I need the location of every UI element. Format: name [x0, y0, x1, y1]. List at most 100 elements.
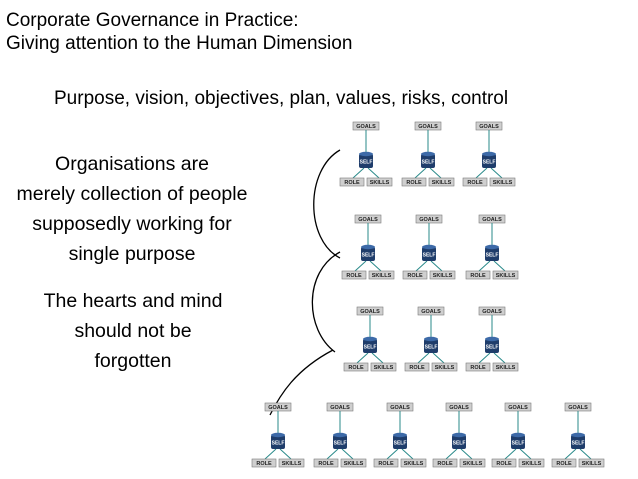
skills-label: SKILLS [433, 273, 453, 279]
para2-line-2: should not be [74, 320, 192, 342]
para2-line-3: forgotten [94, 350, 172, 372]
self-node [511, 435, 525, 449]
people-units: GOALS SELF ROLE SKILLS GOALS SELF ROLE SKILLS GO… [251, 121, 605, 468]
skills-box [278, 458, 305, 468]
brace-curve [313, 149, 341, 259]
goals-label: GOALS [508, 405, 528, 411]
self-node-top [485, 336, 499, 342]
skills-connector [430, 260, 443, 272]
self-label: SELF [334, 441, 347, 447]
skills-label: SKILLS [374, 365, 394, 371]
skills-connector [429, 167, 442, 179]
skills-label: SKILLS [370, 180, 390, 186]
skills-label: SKILLS [344, 461, 364, 467]
skills-connector [369, 260, 382, 272]
self-node-top [271, 432, 285, 438]
skills-label: SKILLS [404, 461, 424, 467]
skills-label: SKILLS [282, 461, 302, 467]
skills-label: SKILLS [493, 180, 513, 186]
skills-box [370, 362, 397, 372]
role-connector [415, 260, 428, 272]
role-connector [352, 167, 365, 179]
role-connector [504, 448, 517, 460]
self-node [422, 247, 436, 261]
goals-label: GOALS [568, 405, 588, 411]
para1-line-3: supposedly working for [32, 213, 232, 235]
skills-box [492, 270, 519, 280]
skills-box [340, 458, 367, 468]
para1-line-1: Organisations are [55, 153, 209, 175]
role-label: ROLE [467, 180, 483, 186]
self-label: SELF [360, 160, 373, 166]
self-node-top [422, 244, 436, 250]
role-box [465, 270, 491, 280]
skills-label: SKILLS [582, 461, 602, 467]
role-box [341, 270, 367, 280]
para1-line-2: merely collection of people [16, 183, 248, 205]
self-node [333, 435, 347, 449]
skills-box [489, 177, 516, 187]
role-label: ROLE [470, 273, 486, 279]
self-label: SELF [572, 441, 585, 447]
self-label: SELF [362, 253, 375, 259]
skills-box [368, 270, 395, 280]
role-label: ROLE [406, 180, 422, 186]
skills-label: SKILLS [463, 461, 483, 467]
role-connector [475, 167, 488, 179]
role-connector [354, 260, 367, 272]
skills-connector [341, 448, 354, 460]
goals-label: GOALS [421, 309, 441, 315]
goals-label: GOALS [419, 217, 439, 223]
skills-box [492, 362, 519, 372]
self-label: SELF [394, 441, 407, 447]
person-unit: GOALS SELF ROLE SKILLS [373, 402, 427, 468]
title-line-1: Corporate Governance in Practice: [6, 10, 299, 31]
goals-label: GOALS [479, 124, 499, 130]
goals-label: GOALS [356, 124, 376, 130]
self-label: SELF [486, 345, 499, 351]
skills-box [518, 458, 545, 468]
self-label: SELF [486, 253, 499, 259]
self-node-top [452, 432, 466, 438]
person-unit: GOALS SELF ROLE SKILLS [462, 121, 516, 187]
self-label: SELF [483, 160, 496, 166]
role-box [343, 362, 369, 372]
role-label: ROLE [437, 461, 453, 467]
skills-box [429, 270, 456, 280]
para2-line-1: The hearts and mind [43, 290, 223, 312]
role-box [465, 362, 491, 372]
self-label: SELF [453, 441, 466, 447]
skills-box [431, 362, 458, 372]
role-label: ROLE [378, 461, 394, 467]
role-box [313, 458, 339, 468]
role-label: ROLE [496, 461, 512, 467]
skills-connector [432, 352, 445, 364]
self-label: SELF [512, 441, 525, 447]
role-connector [264, 448, 277, 460]
skills-connector [460, 448, 473, 460]
role-connector [326, 448, 339, 460]
goals-label: GOALS [268, 405, 288, 411]
self-node [452, 435, 466, 449]
goals-label: GOALS [358, 217, 378, 223]
skills-box [366, 177, 393, 187]
hearts-paragraph: The hearts and mind should not be forgot… [28, 286, 238, 376]
self-node-top [571, 432, 585, 438]
skills-connector [371, 352, 384, 364]
brace-curve [311, 251, 341, 353]
goals-label: GOALS [390, 405, 410, 411]
skills-connector [519, 448, 532, 460]
skills-connector [401, 448, 414, 460]
goals-label: GOALS [449, 405, 469, 411]
skills-box [428, 177, 455, 187]
skills-connector [493, 352, 506, 364]
role-box [339, 177, 365, 187]
role-connector [386, 448, 399, 460]
